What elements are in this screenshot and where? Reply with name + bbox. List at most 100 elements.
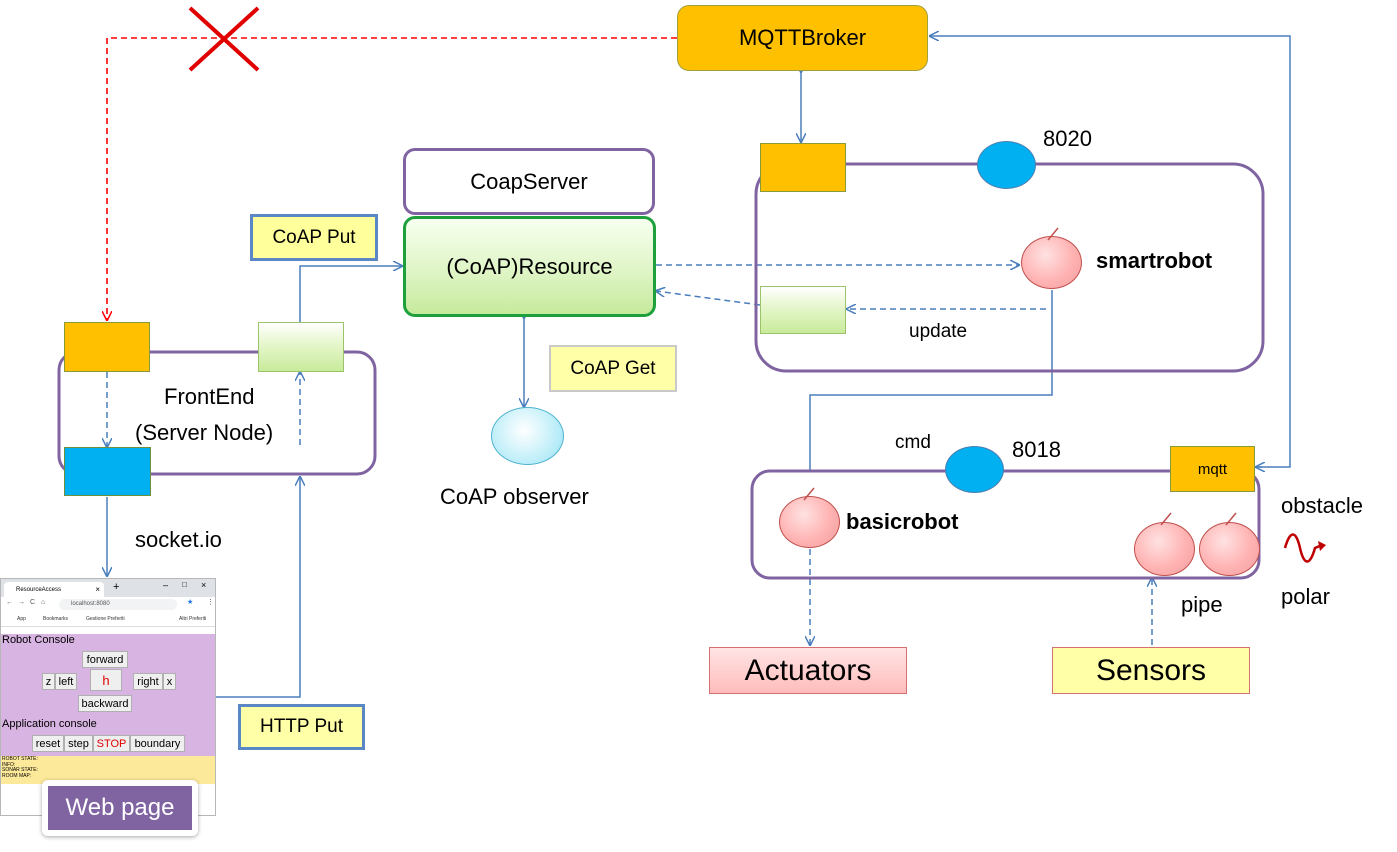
http-put-label-box: HTTP Put <box>238 704 365 750</box>
cmd-label: cmd <box>895 432 931 453</box>
pipe-ball-2 <box>1199 522 1260 576</box>
frontend-http-port <box>258 322 344 372</box>
bookmark-gestione[interactable]: Gestione Preferiti <box>86 616 125 622</box>
btn-forward[interactable]: forward <box>82 651 128 668</box>
address-url: localhost:8080 <box>71 601 110 607</box>
robot-console-title: Robot Console <box>2 634 75 646</box>
http-put-label: HTTP Put <box>259 716 344 737</box>
address-bar[interactable]: localhost:8080 <box>59 599 177 610</box>
basicrobot-label: basicrobot <box>846 509 959 534</box>
sensors-label: Sensors <box>1095 653 1207 687</box>
basicrobot-port-8018 <box>945 446 1004 493</box>
smartrobot-ball <box>1021 236 1082 289</box>
browser-tab[interactable]: ResourceAccess × <box>4 582 104 597</box>
back-icon[interactable]: ← <box>6 599 13 606</box>
btn-right[interactable]: right <box>133 673 163 690</box>
btn-backward[interactable]: backward <box>78 695 132 712</box>
port-8020-label: 8020 <box>1043 126 1092 151</box>
coap-resource-label: (CoAP)Resource <box>446 253 613 279</box>
btn-h[interactable]: h <box>90 669 122 691</box>
broken-mqtt-link <box>107 37 677 320</box>
mqtt-broker-label: MQTTBroker <box>738 25 867 50</box>
status-sonar-state: SONAR STATE: <box>2 767 38 773</box>
basicrobot-container <box>750 469 1261 580</box>
http-put-link <box>216 477 300 698</box>
pipe-label: pipe <box>1181 592 1223 617</box>
btn-stop[interactable]: STOP <box>93 735 130 752</box>
basicrobot-stem-icon <box>803 487 815 501</box>
coap-server-label: CoapServer <box>470 168 588 194</box>
smartrobot-mqtt-port <box>760 143 846 192</box>
actuators-label: Actuators <box>744 653 872 687</box>
btn-reset[interactable]: reset <box>32 735 64 752</box>
basicrobot-ball <box>779 496 840 548</box>
page-content: Robot Console forward z left h right x b… <box>1 634 215 756</box>
sensors-node: Sensors <box>1052 647 1250 694</box>
web-page-label-box: Web page <box>48 786 192 830</box>
pipe-ball-1-stem-icon <box>1160 512 1172 526</box>
bookmark-bookmarks[interactable]: Bookmarks <box>43 616 69 622</box>
basicrobot-broker-link <box>930 36 1291 468</box>
coap-get-label: CoAP Get <box>570 357 656 379</box>
status-room-map: ROOM MAP: <box>2 772 32 779</box>
maximize-icon[interactable]: □ <box>182 580 187 589</box>
btn-z[interactable]: z <box>42 673 55 690</box>
polar-label: polar <box>1281 584 1330 609</box>
sonar-squiggle-icon <box>1283 533 1323 563</box>
tab-close-icon[interactable]: × <box>95 585 100 594</box>
cmd-link <box>809 290 1053 470</box>
frontend-label-line1: FrontEnd <box>164 384 255 409</box>
btn-left[interactable]: left <box>55 673 77 690</box>
bookmark-app[interactable]: App <box>17 616 26 622</box>
coap-put-link <box>299 266 402 322</box>
app-console-title: Application console <box>2 718 97 730</box>
basicrobot-mqtt-label: mqtt <box>1197 460 1228 478</box>
port-8018-label: 8018 <box>1012 437 1061 462</box>
menu-icon[interactable]: ⋮ <box>207 599 214 606</box>
coap-server-node: CoapServer <box>403 148 655 215</box>
bookmark-altri[interactable]: Altri Preferiti <box>179 616 207 622</box>
btn-x[interactable]: x <box>163 673 176 690</box>
web-page-mock: ResourceAccess × + – □ × ← → C ⌂ localho… <box>0 578 216 816</box>
smartrobot-label: smartrobot <box>1096 248 1213 273</box>
browser-tab-title: ResourceAccess <box>16 586 62 593</box>
web-page-label-card: Web page <box>42 780 198 836</box>
frontend-mqtt-port <box>64 322 150 372</box>
smartrobot-stem-icon <box>1047 227 1059 241</box>
btn-step[interactable]: step <box>64 735 93 752</box>
smartrobot-update-port <box>760 286 846 334</box>
web-page-label: Web page <box>65 794 175 821</box>
coap-put-label: CoAP Put <box>272 226 356 248</box>
broken-link-x-icon <box>188 6 260 72</box>
update-label: update <box>909 321 968 342</box>
browser-toolbar: ← → C ⌂ localhost:8080 ★ ⋮ <box>1 597 215 612</box>
forward-nav-icon[interactable]: → <box>18 599 25 606</box>
window-close-icon[interactable]: × <box>201 580 207 590</box>
pipe-ball-1 <box>1134 522 1195 576</box>
coap-observer-label: CoAP observer <box>440 484 589 509</box>
frontend-label-line2: (Server Node) <box>135 420 274 445</box>
basicrobot-mqtt-port: mqtt <box>1170 446 1255 492</box>
mqtt-broker-node: MQTTBroker <box>677 5 928 71</box>
obstacle-label: obstacle <box>1281 493 1363 518</box>
status-robot-state: ROBOT STATE: <box>2 756 38 762</box>
socketio-label: socket.io <box>135 527 222 552</box>
new-tab-icon[interactable]: + <box>113 581 120 593</box>
coap-get-label-box: CoAP Get <box>549 345 677 392</box>
coap-resource-node: (CoAP)Resource <box>403 216 656 317</box>
frontend-socket-port <box>64 447 151 496</box>
status-panel: ROBOT STATE: INFO: SONAR STATE: ROOM MAP… <box>1 756 215 784</box>
star-icon[interactable]: ★ <box>187 599 194 606</box>
update-green-resource-link <box>656 291 761 306</box>
actuators-node: Actuators <box>709 647 907 694</box>
smartrobot-port-8020 <box>977 141 1036 189</box>
minimize-icon[interactable]: – <box>163 580 169 590</box>
reload-icon[interactable]: C <box>30 599 36 606</box>
coap-observer-ellipse <box>491 407 564 465</box>
coap-put-label-box: CoAP Put <box>250 214 378 261</box>
frontend-container <box>57 350 377 476</box>
btn-boundary[interactable]: boundary <box>130 735 185 752</box>
bookmarks-bar: App Bookmarks Gestione Preferiti Altri P… <box>1 612 215 627</box>
home-icon[interactable]: ⌂ <box>41 599 46 606</box>
